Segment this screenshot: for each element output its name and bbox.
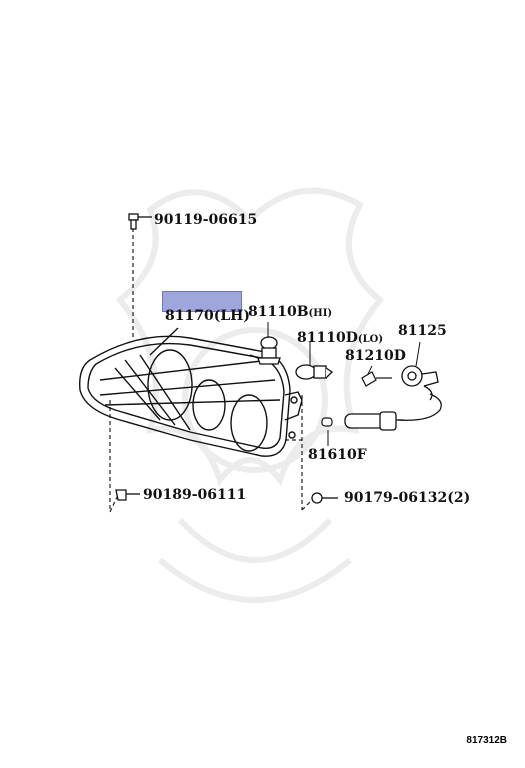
bulb-hi-number: 81110B [248, 304, 309, 320]
leader-lines [109, 228, 315, 513]
bulb-lo-icon [295, 364, 334, 380]
bulb-lo-suffix: (LO) [357, 334, 384, 345]
part-label-small-bulb[interactable]: 81210D [345, 348, 406, 364]
part-label-bulb-hi[interactable]: 81110B(HI) [248, 305, 332, 319]
bolt-icon [128, 213, 152, 230]
part-label-nut[interactable]: 90179-06132(2) [344, 490, 471, 506]
diagram-code: 817312B [466, 735, 507, 746]
bulb-hi-icon [249, 336, 281, 365]
headlamp-housing-icon [79, 327, 303, 457]
part-label-bolt[interactable]: 90119-06615 [154, 212, 258, 228]
bulb-hi-suffix: (HI) [308, 308, 333, 319]
small-bulb-icon [361, 371, 392, 387]
part-label-clip[interactable]: 90189-06111 [143, 487, 247, 503]
callout-lines [267, 322, 421, 446]
clip-icon [115, 489, 140, 501]
part-label-socket[interactable]: 81125 [398, 323, 447, 339]
socket-harness-icon [344, 365, 442, 431]
part-label-lens[interactable]: 81170(LH) [165, 308, 251, 324]
part-label-grommet[interactable]: 81610F [308, 447, 367, 463]
part-label-bulb-lo[interactable]: 81110D(LO) [297, 331, 383, 345]
selected-part-highlight[interactable] [162, 291, 242, 312]
grommet-icon [321, 417, 333, 427]
nut-icon [311, 492, 338, 504]
watermark-logo [115, 187, 385, 603]
bulb-lo-number: 81110D [297, 330, 358, 346]
